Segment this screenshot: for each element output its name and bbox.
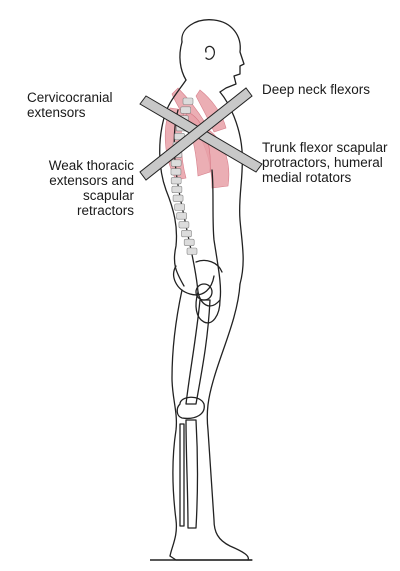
- label-trunk-flexor-scapular-protractors: Trunk flexor scapular protractors, humer…: [262, 140, 388, 185]
- vertebra: [170, 168, 182, 176]
- label-weak-thoracic-extensors: Weak thoracic extensors and scapular ret…: [48, 158, 134, 218]
- vertebra: [178, 221, 190, 229]
- label-cervicocranial-extensors: Cervicocranial extensors: [27, 90, 113, 120]
- head-outline: [181, 19, 245, 93]
- vertebra: [180, 106, 191, 114]
- vertebra: [186, 247, 198, 255]
- crossed-syndrome-bars: [139, 87, 263, 181]
- vertebra: [181, 230, 192, 238]
- front-outline: [219, 91, 244, 285]
- vertebra: [176, 212, 187, 220]
- vertebra: [171, 185, 183, 194]
- back-outline: [159, 79, 187, 287]
- leg-back-outline: [169, 289, 183, 557]
- vertebra: [182, 97, 194, 105]
- tibia: [185, 419, 199, 529]
- vertebra: [174, 203, 185, 211]
- ear-outline: [205, 45, 216, 60]
- pelvis-outline: [173, 259, 223, 296]
- body-outline: [159, 19, 253, 561]
- vertebra: [183, 238, 195, 246]
- upper-crossed-bar-ascending: [139, 87, 253, 181]
- knee-joint: [176, 396, 205, 420]
- femur: [185, 299, 211, 405]
- fibula: [179, 423, 185, 527]
- label-deep-neck-flexors: Deep neck flexors: [262, 82, 371, 97]
- vertebra: [172, 194, 184, 202]
- back-of-head: [179, 41, 187, 81]
- hand-outline: [195, 291, 221, 324]
- leg-front-outline: [206, 283, 250, 561]
- vertebra: [170, 159, 182, 167]
- vertebra: [170, 177, 182, 185]
